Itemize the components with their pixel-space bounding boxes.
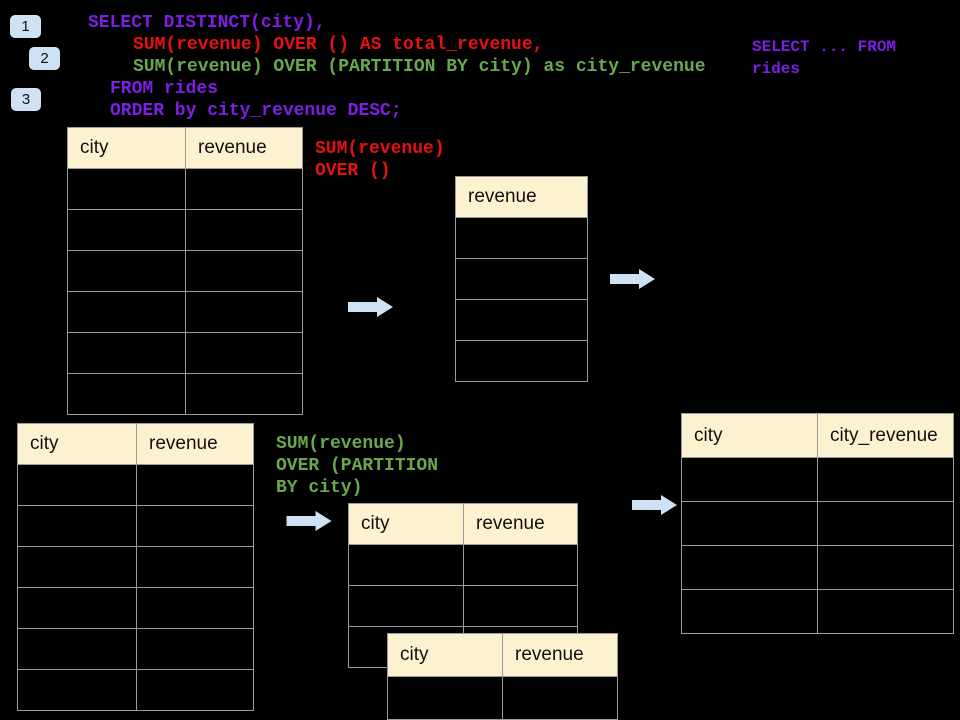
column-header-city: city — [68, 128, 185, 168]
table-cell-empty — [186, 251, 302, 291]
flow-arrow-right-2 — [610, 269, 655, 289]
table-cell-empty — [18, 465, 136, 505]
table-cell-empty — [186, 169, 302, 209]
flow-arrow-right-1 — [348, 297, 393, 317]
table-cell-empty — [186, 210, 302, 250]
table-cell-empty — [137, 629, 253, 669]
column-header-city: city — [349, 504, 463, 544]
column-header-city_revenue: city_revenue — [818, 414, 953, 457]
table-cell-empty — [818, 546, 953, 589]
sql-line-sum-over: SUM(revenue) OVER () AS total_revenue, — [133, 35, 544, 55]
table-cell-empty — [464, 545, 577, 585]
table-cell-empty — [682, 590, 817, 633]
table-cell-empty — [349, 545, 463, 585]
column-header-revenue: revenue — [503, 634, 617, 676]
step-badge-3: 3 — [11, 88, 41, 111]
table-cell-empty — [18, 629, 136, 669]
table-cell-empty — [349, 586, 463, 626]
flow-arrow-right-3 — [286, 511, 332, 531]
flow-arrow-right-4 — [632, 495, 677, 515]
table-cell-empty — [137, 547, 253, 587]
table-cell-empty — [186, 374, 302, 414]
table-cell-empty — [68, 374, 185, 414]
table-cell-empty — [18, 506, 136, 546]
step-badge-1: 1 — [10, 15, 41, 38]
table-cell-empty — [18, 588, 136, 628]
step-badge-2: 2 — [29, 47, 60, 70]
table-cell-empty — [818, 590, 953, 633]
table-cell-empty — [68, 251, 185, 291]
annotation-sum-over-partition: SUM(revenue) OVER (PARTITION BY city) — [276, 434, 439, 498]
table-cell-empty — [682, 502, 817, 545]
column-header-revenue: revenue — [186, 128, 302, 168]
table-cell-empty — [18, 670, 136, 710]
select-from-note: SELECT ... FROM rides — [752, 38, 897, 78]
table-cell-empty — [68, 210, 185, 250]
table-cell-empty — [456, 218, 587, 258]
table-cell-empty — [186, 292, 302, 332]
table-cell-empty — [186, 333, 302, 373]
sql-line-from: FROM rides — [110, 79, 219, 99]
sql-line-sum-partition: SUM(revenue) OVER (PARTITION BY city) as… — [133, 57, 706, 77]
table-cell-empty — [137, 465, 253, 505]
table-cell-empty — [68, 292, 185, 332]
table-cell-empty — [464, 586, 577, 626]
table-cell-empty — [456, 300, 587, 340]
column-header-city: city — [682, 414, 817, 457]
table-cell-empty — [818, 502, 953, 545]
table-cell-empty — [137, 588, 253, 628]
table-cell-empty — [682, 546, 817, 589]
sql-line-select: SELECT DISTINCT(city), — [88, 13, 326, 33]
table-cell-empty — [137, 506, 253, 546]
table-cell-empty — [137, 670, 253, 710]
table-cell-empty — [456, 341, 587, 381]
column-header-city: city — [388, 634, 502, 676]
table-cell-empty — [388, 677, 502, 719]
column-header-revenue: revenue — [137, 424, 253, 464]
table-cell-empty — [456, 259, 587, 299]
table-cell-empty — [682, 458, 817, 501]
sql-line-order-by: ORDER by city_revenue DESC; — [110, 101, 402, 121]
column-header-revenue: revenue — [464, 504, 577, 544]
table-cell-empty — [68, 333, 185, 373]
table-revenue-only: revenue — [455, 176, 588, 382]
annotation-sum-over-total: SUM(revenue) OVER () — [315, 139, 445, 181]
column-header-city: city — [18, 424, 136, 464]
table-cell-empty — [503, 677, 617, 719]
column-header-revenue: revenue — [456, 177, 587, 217]
table-cell-empty — [818, 458, 953, 501]
table-cell-empty — [68, 169, 185, 209]
table-cell-empty — [18, 547, 136, 587]
